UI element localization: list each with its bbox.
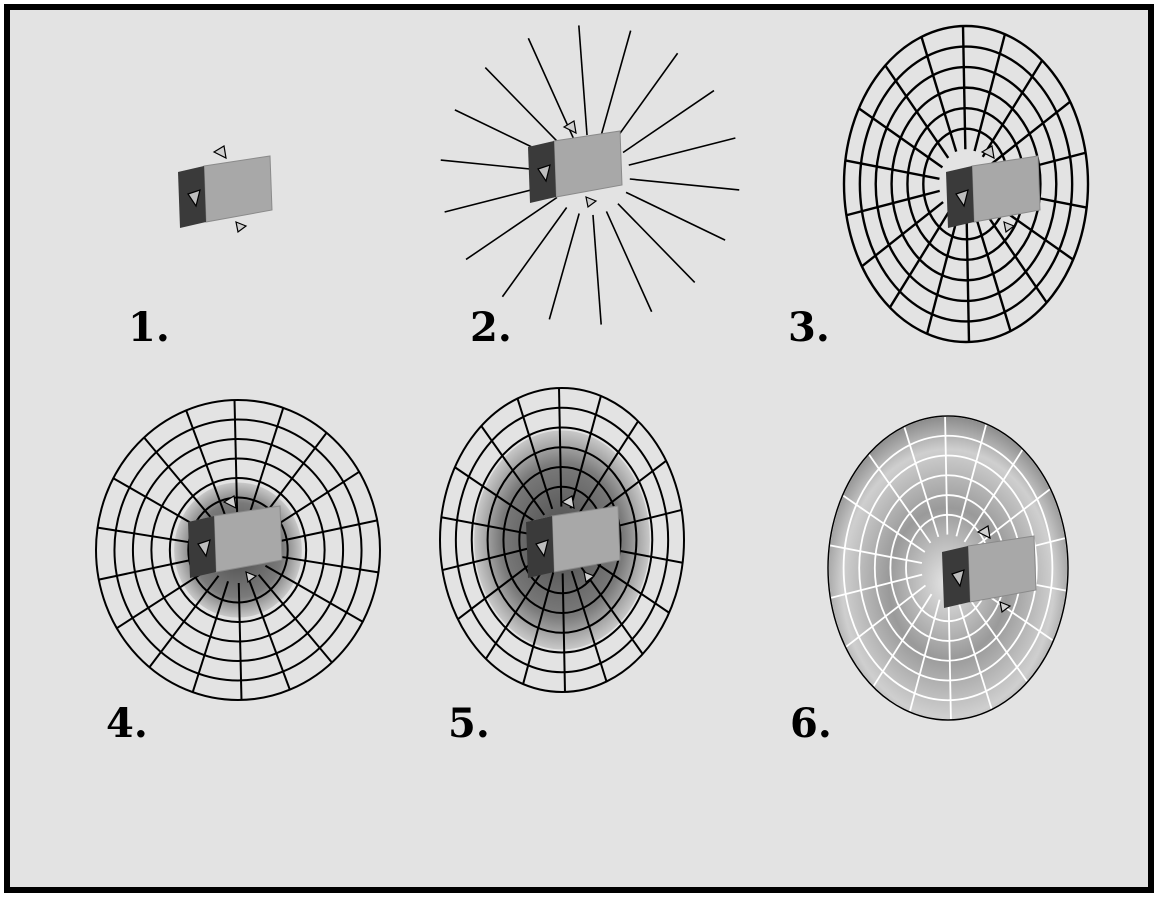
spoke-line — [630, 179, 739, 190]
figure-frame: 1. 2. 3. 4. 5. 6. — [4, 4, 1154, 893]
spoke-line — [601, 31, 631, 137]
cube-shape — [528, 121, 622, 207]
dish-spoke — [967, 219, 969, 342]
cube-side-face — [972, 156, 1040, 222]
step-label-3: 3. — [788, 308, 830, 348]
dish-spoke — [927, 217, 957, 334]
step-label-6: 6. — [790, 704, 832, 744]
spoke-line — [485, 68, 562, 147]
spoke-line — [579, 25, 587, 135]
cube-side-face — [554, 131, 622, 197]
cone-marker-bottom — [236, 222, 246, 232]
spoke-line — [549, 214, 579, 320]
step-label-1: 1. — [128, 308, 170, 348]
panel-5 — [440, 388, 684, 692]
spoke-line — [626, 192, 725, 240]
dish-spoke — [975, 34, 1005, 151]
spoke-line — [618, 204, 695, 283]
cube-shape — [178, 146, 272, 232]
cube-side-face — [214, 506, 282, 572]
spoke-line — [528, 38, 573, 138]
dish-spoke — [859, 108, 943, 167]
panel-4 — [96, 400, 380, 700]
cone-marker-bottom — [586, 197, 596, 207]
cube-side-face — [552, 506, 620, 572]
cube-side-face — [968, 536, 1036, 602]
dish-spoke — [976, 216, 1011, 331]
spoke-line — [613, 53, 677, 142]
figure-canvas — [10, 10, 1148, 887]
spoke-line — [629, 138, 736, 165]
spoke-line — [466, 198, 557, 260]
spoke-line — [623, 91, 714, 153]
step-label-2: 2. — [470, 308, 512, 348]
cube-side-face — [204, 156, 272, 222]
step-label-4: 4. — [106, 704, 148, 744]
panel-1 — [178, 146, 272, 232]
cone-marker-top — [214, 146, 226, 158]
spoke-line — [593, 215, 601, 325]
spoke-line — [502, 207, 566, 296]
dish-spoke — [921, 37, 956, 152]
dish-spoke — [963, 26, 965, 149]
spoke-line — [606, 211, 651, 311]
dish-spoke — [862, 202, 943, 266]
cube-shape — [946, 146, 1040, 232]
panel-6 — [828, 416, 1068, 720]
panel-3 — [844, 26, 1088, 342]
panel-2 — [441, 25, 740, 324]
step-label-5: 5. — [448, 704, 490, 744]
dish-spoke — [989, 102, 1070, 166]
